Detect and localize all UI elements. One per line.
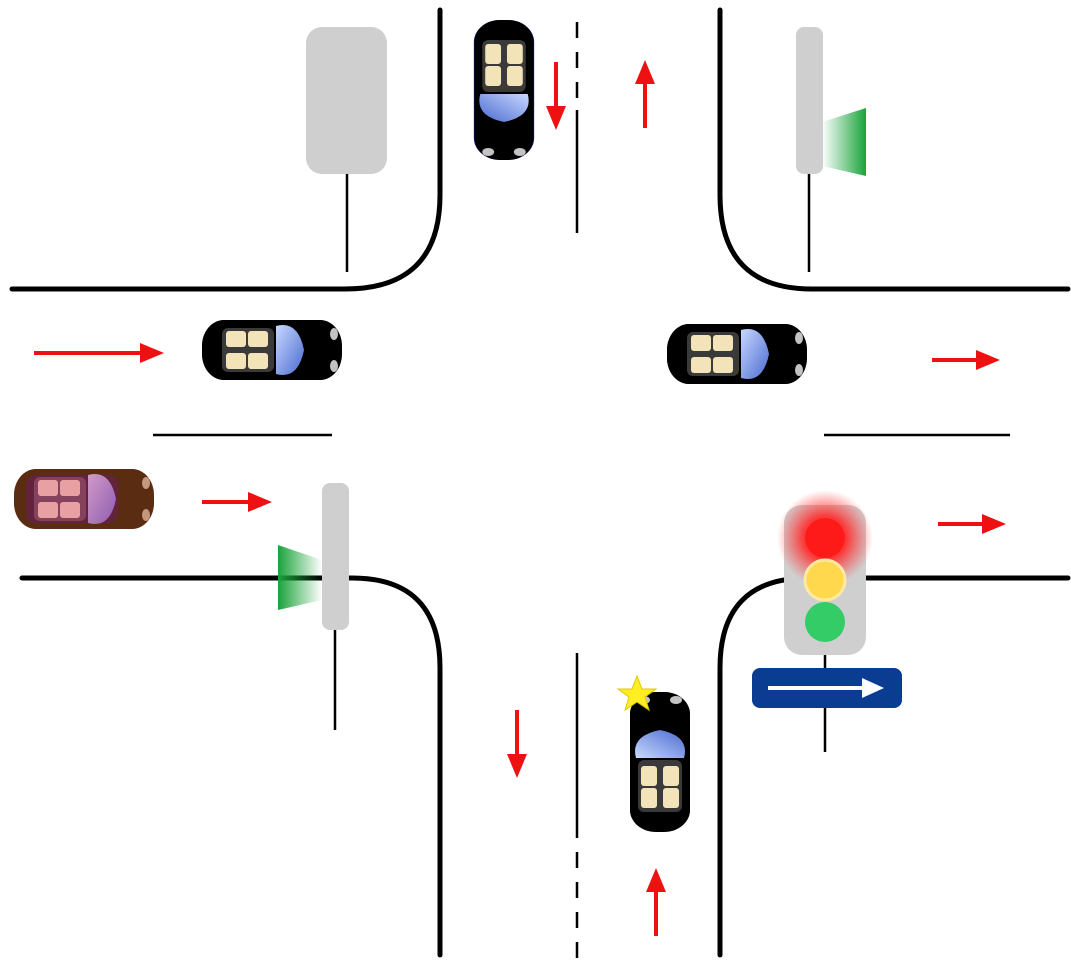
direction-arrows (34, 60, 1006, 936)
car-east-lane-eastbound (667, 324, 807, 384)
arrow-west-eastbound-long (34, 343, 164, 363)
car-north-lane-southbound (473, 20, 535, 160)
northwest-signal-housing (306, 27, 387, 174)
southwest-signal (278, 483, 349, 630)
northeast-signal-housing (796, 27, 823, 174)
northeast-signal (796, 27, 866, 176)
arrow-east-eastbound-upper (932, 350, 1000, 370)
road-edge-northeast (717, 7, 1071, 292)
car-west-lane-eastbound-lower (14, 469, 154, 529)
main-traffic-light (777, 490, 873, 655)
marker-star-icon (616, 674, 658, 712)
one-way-sign (752, 668, 902, 708)
northeast-signal-beam (822, 108, 866, 176)
car-south-lane-northbound-marked (630, 692, 690, 832)
green-light (805, 602, 845, 642)
lane-markings (153, 22, 1010, 968)
southwest-signal-beam (278, 545, 322, 610)
signal-posts (333, 170, 827, 752)
southwest-signal-housing (322, 483, 349, 630)
arrow-east-eastbound-lower (938, 514, 1006, 534)
red-light (805, 518, 845, 558)
road-edge-northwest (9, 7, 443, 292)
arrow-north-southbound (546, 62, 566, 130)
one-way-arrow-head (862, 678, 884, 698)
road-edge-southeast (717, 575, 1071, 958)
road-edge-southwest (19, 575, 443, 958)
arrow-west-eastbound-short (202, 492, 272, 512)
yellow-light (803, 558, 847, 602)
road-edges (9, 7, 1071, 958)
car-west-lane-eastbound-upper (202, 320, 342, 380)
arrow-south-northbound (646, 868, 666, 936)
arrow-south-southbound (507, 710, 527, 778)
arrow-north-northbound (635, 60, 655, 128)
vehicles (14, 20, 807, 832)
